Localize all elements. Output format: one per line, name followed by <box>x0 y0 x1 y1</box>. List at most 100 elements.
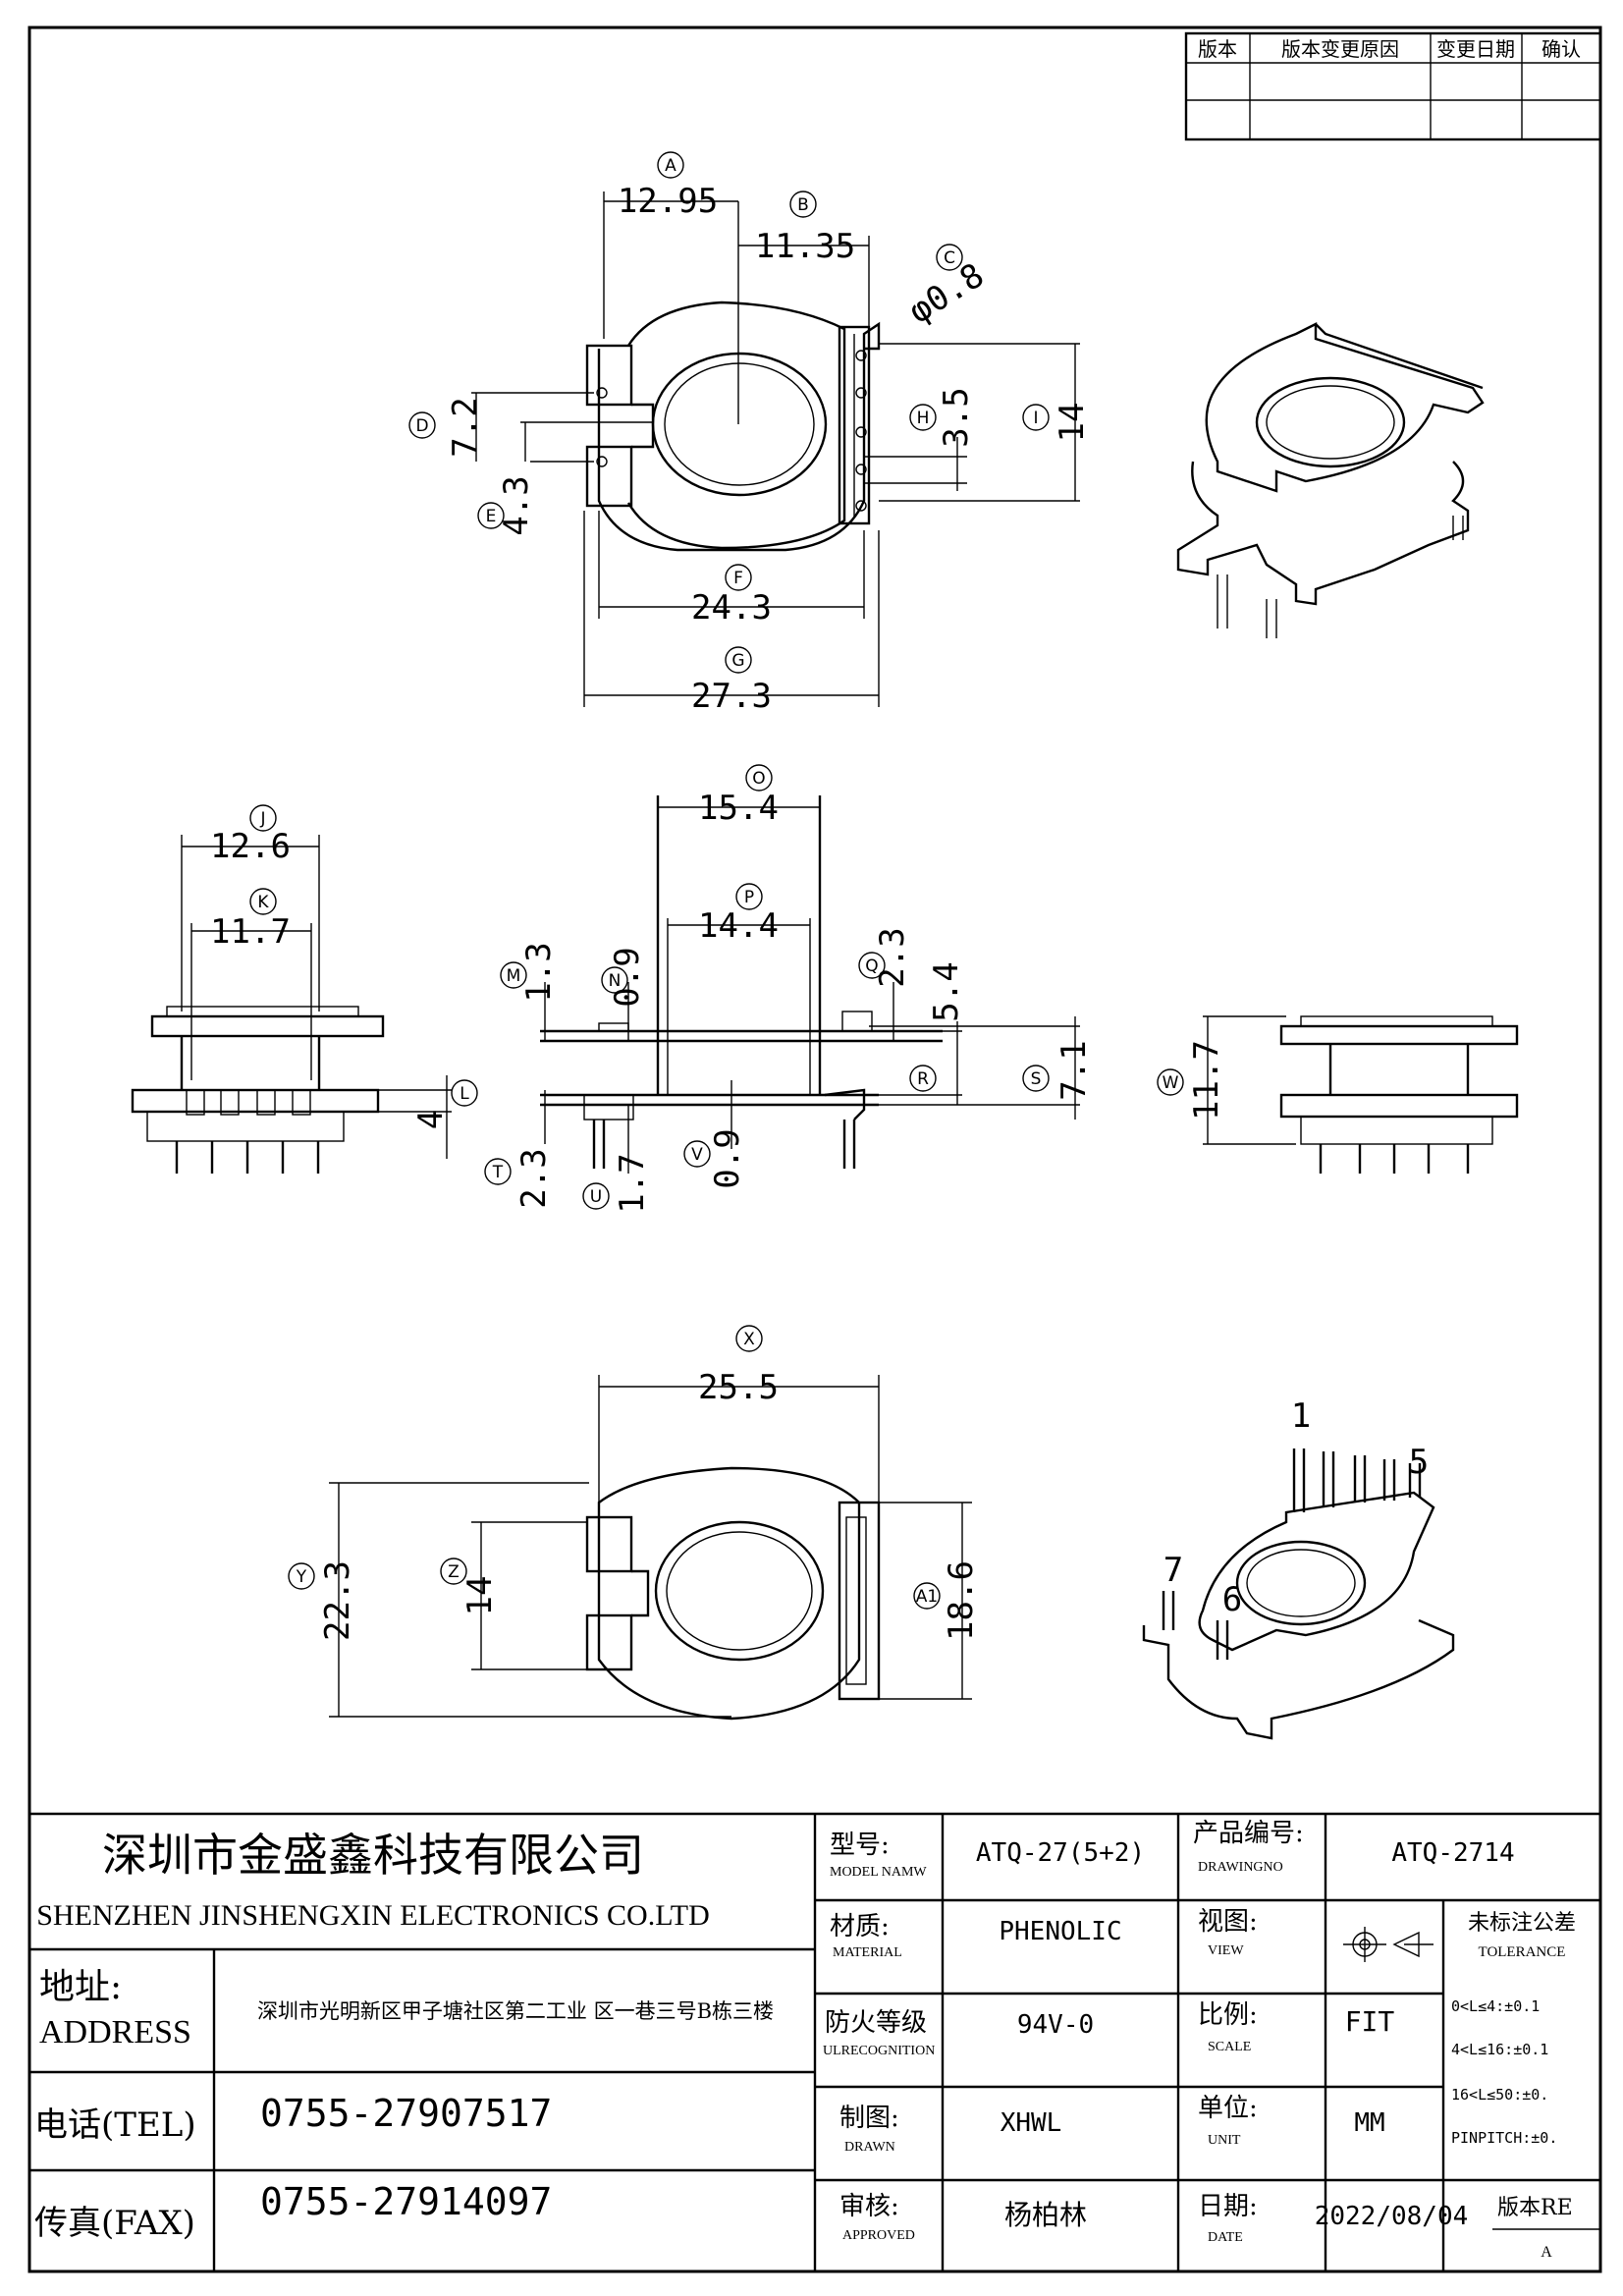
bubble-a <box>657 151 684 179</box>
tel-value: 0755-27907517 <box>260 2092 552 2135</box>
bubble-t <box>484 1158 512 1185</box>
tel-label: 电话(TEL) <box>34 2105 196 2145</box>
drawn-label-cn: 制图: <box>839 2104 899 2133</box>
dim-A-value: 12.95 <box>618 182 718 221</box>
dim-F-value: 24.3 <box>691 588 772 628</box>
drawn-label-en: DRAWN <box>844 2140 895 2155</box>
drawing-no-label-en: DRAWINGNO <box>1198 1860 1283 1875</box>
bubble-label-a1: A1 <box>916 1587 938 1607</box>
bubble-label-m: M <box>507 966 521 986</box>
bubble-label-b: B <box>797 195 809 215</box>
rev-header-confirm: 确认 <box>1542 37 1581 61</box>
dim-G-value: 27.3 <box>691 677 772 716</box>
bubble-i <box>1022 404 1050 431</box>
dim-Y-value: 22.3 <box>318 1560 357 1641</box>
revision-value: A <box>1541 2244 1552 2261</box>
scale-label-en: SCALE <box>1208 2040 1251 2054</box>
dim-J-value: 12.6 <box>210 827 291 866</box>
dim-S-value: 7.1 <box>1055 1040 1094 1100</box>
bubble-label-k: K <box>257 893 269 912</box>
view-label-en: VIEW <box>1208 1943 1244 1958</box>
address-label-en: ADDRESS <box>39 2014 191 2050</box>
fire-label-en: ULRECOGNITION <box>823 2044 935 2058</box>
dim-K-value: 11.7 <box>210 912 291 952</box>
top-view: 12.95 11.35 φ0.8 7.2 4.3 24.3 27.3 3.5 1… <box>446 182 1092 716</box>
tolerance-row-1: 0<L≤4:±0.1 <box>1451 1997 1540 2015</box>
model-value: ATQ-27(5+2) <box>976 1838 1145 1868</box>
side-view-right: 11.7 <box>1187 1015 1519 1174</box>
view-label-cn: 视图: <box>1198 1907 1258 1937</box>
rev-header-version: 版本 <box>1198 37 1237 61</box>
dim-L-value: 4 <box>411 1110 451 1129</box>
bubble-label-o: O <box>752 769 765 789</box>
pin-label-1: 1 <box>1291 1396 1311 1436</box>
date-label-en: DATE <box>1208 2230 1243 2245</box>
model-label-cn: 型号: <box>830 1831 890 1860</box>
bubble-label-n: N <box>609 971 622 991</box>
revision-label: 版本RE <box>1497 2196 1573 2220</box>
bubble-label-t: T <box>492 1163 504 1182</box>
unit-label-cn: 单位: <box>1198 2094 1258 2123</box>
drawn-value: XHWL <box>1001 2108 1062 2138</box>
drawing-no-label-cn: 产品编号: <box>1193 1819 1304 1848</box>
approved-label-cn: 审核: <box>839 2192 899 2221</box>
bubble-label-u: U <box>590 1187 602 1207</box>
bubble-label-g: G <box>731 651 744 671</box>
bubble-l <box>451 1079 478 1107</box>
bubble-k <box>249 888 277 915</box>
bubble-r <box>909 1065 937 1092</box>
tolerance-label-en: TOLERANCE <box>1479 1944 1566 1960</box>
dim-H-value: 3.5 <box>937 387 976 447</box>
bottom-view: 25.5 22.3 14 18.6 <box>318 1368 981 1721</box>
scale-value: FIT <box>1345 2005 1395 2038</box>
approved-label-en: APPROVED <box>842 2228 915 2243</box>
dim-Z-value: 14 <box>460 1576 500 1616</box>
material-value: PHENOLIC <box>999 1917 1121 1946</box>
date-label-cn: 日期: <box>1198 2192 1258 2221</box>
tolerance-label-cn: 未标注公差 <box>1468 1911 1576 1936</box>
bubble-g <box>725 646 752 674</box>
dim-X-value: 25.5 <box>698 1368 779 1407</box>
approved-value: 杨柏林 <box>1004 2199 1087 2231</box>
bubble-q <box>858 952 886 979</box>
material-label-en: MATERIAL <box>833 1945 902 1960</box>
bubble-label-z: Z <box>448 1562 460 1582</box>
bubble-f <box>725 564 752 591</box>
dim-U-value: 1.7 <box>613 1153 652 1213</box>
bubble-h <box>909 404 937 431</box>
bubble-y <box>288 1562 315 1590</box>
dim-I-value: 14 <box>1053 403 1092 443</box>
tolerance-row-2: 4<L≤16:±0.1 <box>1451 2041 1548 2058</box>
side-view-middle: 15.4 14.4 1.3 0.9 2.3 5.4 7.1 2.3 1.7 0.… <box>514 789 1094 1214</box>
unit-value: MM <box>1354 2108 1384 2138</box>
rev-header-date: 变更日期 <box>1436 37 1515 61</box>
bubble-label-d: D <box>415 416 428 436</box>
tolerance-row-3: 16<L≤50:±0. <box>1451 2086 1548 2104</box>
dim-O-value: 15.4 <box>698 789 779 828</box>
tolerance-row-4: PINPITCH:±0. <box>1451 2129 1557 2147</box>
model-label-en: MODEL NAMW <box>830 1865 927 1880</box>
side-view-left: 12.6 11.7 4 <box>131 827 452 1174</box>
projection-symbol-icon <box>1343 1927 1434 1962</box>
isometric-view-bottom: 1 5 7 6 <box>1142 1396 1455 1740</box>
bubble-n <box>601 966 628 994</box>
dim-E-value: 4.3 <box>497 475 536 535</box>
bubble-m <box>500 961 527 989</box>
dim-A1-value: 18.6 <box>942 1560 981 1641</box>
bubble-label-c: C <box>944 248 955 268</box>
material-label-cn: 材质: <box>830 1912 890 1941</box>
bubble-o <box>745 764 773 792</box>
bubble-label-e: E <box>486 507 497 526</box>
title-block: 深圳市金盛鑫科技有限公司 SHENZHEN JINSHENGXIN ELECTR… <box>29 1812 1600 2271</box>
dim-P-value: 14.4 <box>698 906 779 946</box>
bubble-u <box>582 1182 610 1210</box>
bubble-s <box>1022 1065 1050 1092</box>
dim-V-value: 0.9 <box>708 1128 747 1188</box>
fax-label: 传真(FAX) <box>34 2204 195 2243</box>
bubble-j <box>249 804 277 832</box>
bubble-label-v: V <box>691 1145 703 1165</box>
bubble-v <box>683 1140 711 1168</box>
bubble-label-s: S <box>1031 1069 1042 1089</box>
isometric-view-top <box>1176 322 1485 638</box>
bubble-label-f: F <box>733 569 743 588</box>
